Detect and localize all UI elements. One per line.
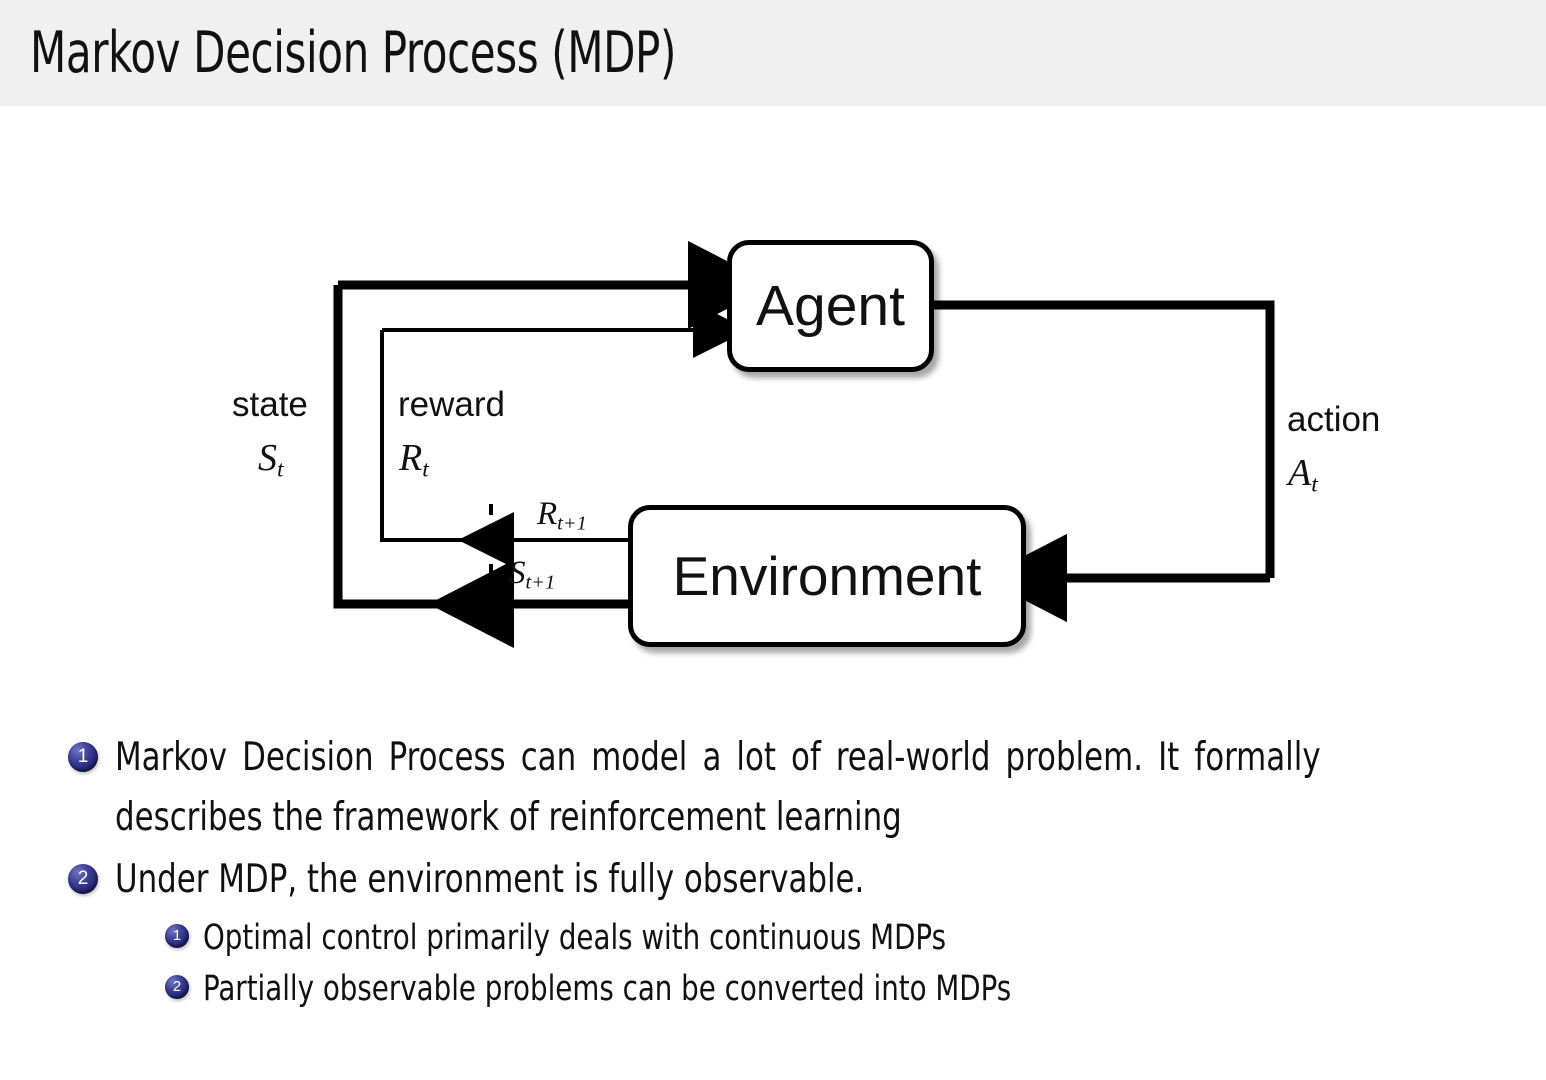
reward-symbol-label: Rt [399, 437, 429, 483]
slide-header-band [0, 0, 1546, 106]
sub-bullet-number-badge: 2 [165, 975, 189, 999]
list-item: 2 Under MDP, the environment is fully ob… [68, 850, 1546, 910]
page-title: Markov Decision Process (MDP) [30, 20, 676, 86]
edge-reward-to-agent [380, 302, 749, 542]
state-label: state [232, 385, 308, 424]
sub-list-item-text: Optimal control primarily deals with con… [203, 918, 947, 958]
reward-label: reward [398, 385, 505, 424]
sub-bullet-number-badge: 1 [165, 924, 189, 948]
bullet-list: 1 Markov Decision Process can model a lo… [0, 728, 1546, 1014]
state-next-symbol-label: St+1 [509, 555, 556, 594]
list-item-text: Markov Decision Process can model a lot … [115, 735, 1321, 840]
state-symbol-label: St [258, 437, 284, 483]
action-label: action [1287, 400, 1381, 439]
reward-next-symbol-label: Rt+1 [537, 496, 587, 535]
sub-list-item-text: Partially observable problems can be con… [203, 969, 1012, 1009]
bullet-number-badge: 1 [68, 742, 98, 772]
sub-list-item: 1 Optimal control primarily deals with c… [165, 912, 1546, 965]
mdp-agent-environment-diagram: Agent Environment state St reward Rt act… [0, 106, 1546, 706]
list-item: 1 Markov Decision Process can model a lo… [68, 728, 1546, 848]
bullet-number-badge: 2 [68, 864, 98, 894]
list-item-text: Under MDP, the environment is fully obse… [115, 857, 865, 902]
environment-node: Environment [628, 505, 1026, 647]
agent-node: Agent [727, 240, 934, 372]
sub-list-item: 2 Partially observable problems can be c… [165, 963, 1546, 1016]
diagram-edges-svg [333, 240, 1275, 649]
edge-action-to-environment [934, 300, 1275, 623]
action-symbol-label: At [1288, 452, 1318, 498]
